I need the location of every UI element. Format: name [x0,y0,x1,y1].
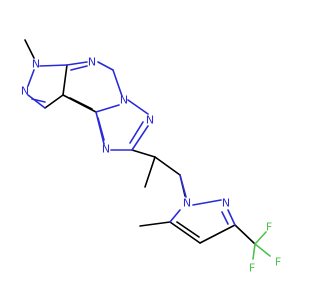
bond-n5-c10b [95,104,120,113]
bond-n1-c7a [39,64,68,67]
bond-n2-c3 [27,94,46,109]
bond-npz2-c3-inner [221,211,229,225]
bond-n4-c2-inner [129,121,144,144]
bond-c9a-c3 [44,94,64,109]
molecule-canvas: N N N N N N N N F F F [20,39,282,275]
atom-n-pyrazole-2: N [21,85,29,98]
bond-n7-c6 [97,61,114,71]
atom-n-pyrazole-lower-2: N [222,197,230,210]
bond-c6-n5 [112,69,123,97]
bond-n4-c2 [131,125,149,151]
bond-npz2-c3 [227,209,236,226]
atom-f-top: F [266,221,272,234]
bond-cf3-f-bottom [252,243,256,260]
bond-triazole-ch [131,149,156,158]
atom-f-right: F [275,256,281,269]
bond-c10b-c10a-inner [97,117,105,141]
atom-n-pyrazole-lower-1: N [183,197,191,210]
atom-n-pyrimidine-top: N [88,56,96,69]
bond-ch-methyl [144,156,156,188]
bond-cf3-f-top [254,231,267,245]
bond-c5-c4 [169,221,201,244]
bond-n1-n2 [27,69,35,87]
atom-f-bottom: F [249,262,255,275]
fluorine-bonds [252,231,271,260]
nitrogen-bonds [27,61,236,226]
bond-c-c-fused [62,64,68,96]
structure-diagram: N N N N N N N N F F F [21,39,281,275]
bond-c7a-n7-inner [70,65,88,71]
atom-n-triazole-right: N [146,114,154,127]
bond-cf3-f-right [254,243,271,257]
bond-n2-c3-inner [31,98,46,103]
bond-npz1-c5 [169,209,181,223]
bond-ch-ch2 [154,156,181,176]
bond-n5-n4 [127,99,149,115]
bond-c4-c3 [199,224,236,244]
atom-n-triazole-left: N [102,143,110,156]
bond-ch2-npz [179,174,187,198]
bond-methyl-n1 [24,39,35,59]
bond-c-c-ring2-inner [69,97,93,110]
bond-npz1-npz2 [192,199,222,206]
bond-c5-methyl [139,221,171,227]
bond-c5-c4-inner [176,221,200,238]
bond-c3-cf3 [234,224,256,245]
carbon-bonds [24,39,256,245]
atom-labels: N N N N N N N N F F F [21,56,281,275]
bond-c7a-n7 [66,61,88,66]
atom-n-methyl-pyrazole: N [32,58,40,71]
atom-n-triazole-bridge: N [120,94,128,107]
